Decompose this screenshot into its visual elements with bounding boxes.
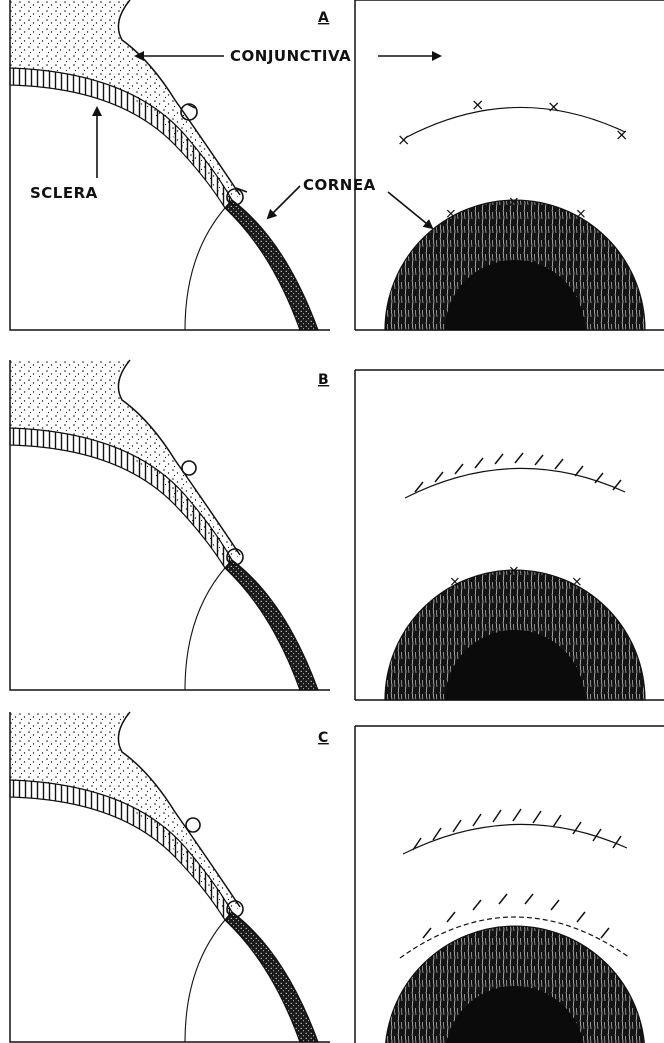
svg-text:⨯: ⨯ <box>508 194 520 210</box>
frontal-view-c <box>355 726 664 1043</box>
panel-letter-a: A <box>318 10 329 26</box>
svg-text:⨯: ⨯ <box>471 95 485 114</box>
cross-section-c <box>10 712 330 1042</box>
panel-a: ⨯ ⨯ ⨯ ⨯ ⨯ ⨯ ⨯ A CONJUNCTIVA SCLERA CORNE… <box>10 0 664 330</box>
frontal-view-a <box>355 0 664 330</box>
label-conjunctiva: CONJUNCTIVA <box>230 47 351 65</box>
svg-text:⨯: ⨯ <box>575 206 587 222</box>
svg-text:⨯: ⨯ <box>615 125 629 144</box>
label-sclera: SCLERA <box>30 184 98 202</box>
svg-text:⨯: ⨯ <box>571 574 583 590</box>
panel-b: ⨯ ⨯ ⨯ B <box>10 360 664 700</box>
svg-text:⨯: ⨯ <box>445 206 457 222</box>
label-cornea: CORNEA <box>303 176 376 194</box>
cross-section-b <box>10 360 330 690</box>
svg-text:⨯: ⨯ <box>508 563 520 579</box>
panel-letter-c: C <box>318 730 329 746</box>
panel-c: C <box>10 712 664 1043</box>
suture-mark: ⨯ <box>397 130 411 149</box>
panel-letter-b: B <box>318 372 329 388</box>
svg-text:⨯: ⨯ <box>449 574 461 590</box>
running-suture-arc-b <box>405 468 625 498</box>
svg-text:⨯: ⨯ <box>547 97 561 116</box>
conjunctiva-arc-a <box>405 107 625 138</box>
frontal-view-b <box>355 370 664 700</box>
